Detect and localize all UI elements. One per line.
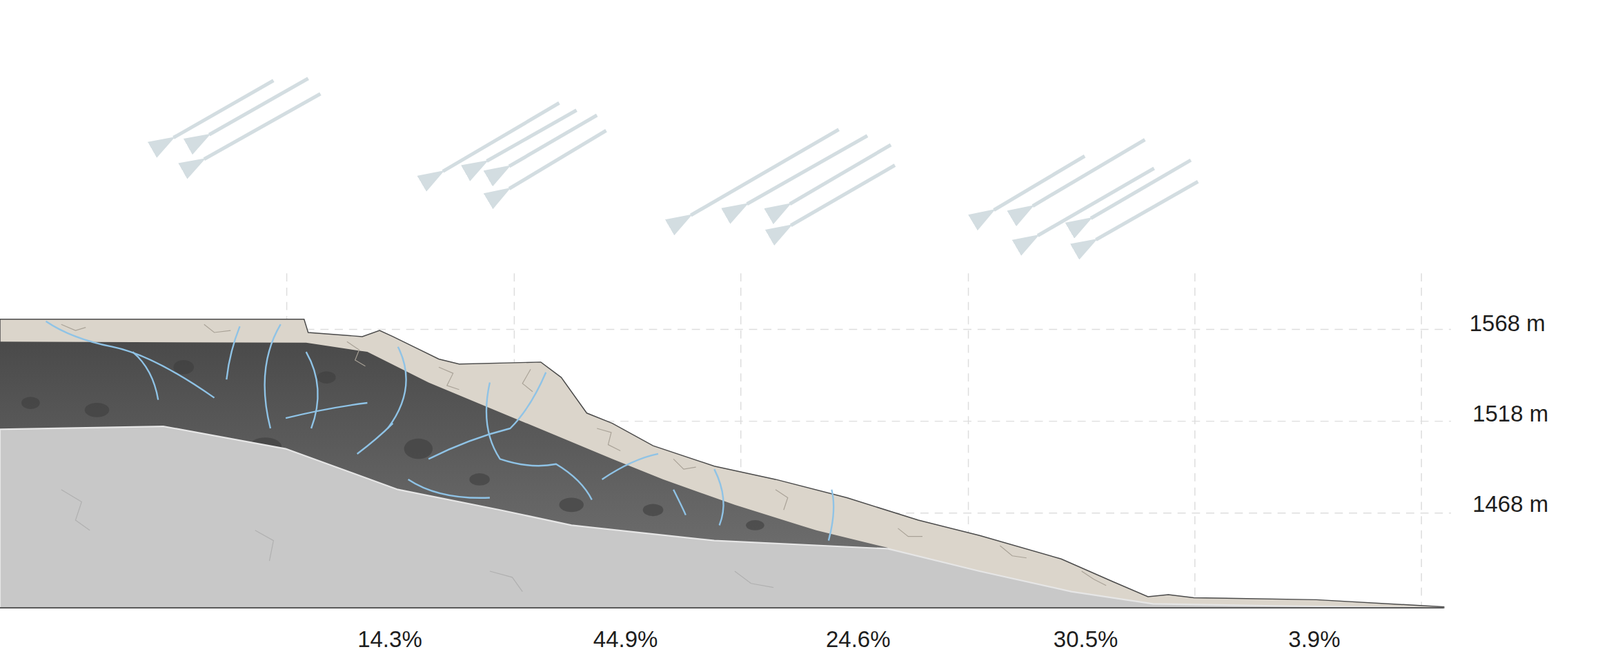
water-line <box>306 351 319 429</box>
crack <box>522 369 533 392</box>
wind-arrow <box>690 129 839 216</box>
rock <box>643 503 664 517</box>
wind-arrow <box>209 78 308 135</box>
elevation-label: 1568 m <box>1469 310 1546 337</box>
groundwater-flow <box>46 321 835 541</box>
grid-line <box>1194 273 1195 608</box>
water-line <box>132 351 158 400</box>
elevation-label: 1468 m <box>1472 491 1549 518</box>
rock <box>317 371 337 384</box>
grid-line <box>306 329 1451 330</box>
water-line <box>602 453 659 480</box>
wind-arrow <box>1090 160 1191 219</box>
wind-arrow <box>509 115 597 167</box>
rock <box>404 438 433 460</box>
water-line <box>428 372 546 460</box>
crack <box>734 571 774 588</box>
water-line <box>486 382 592 500</box>
slope-percentage: 30.5% <box>1053 626 1119 653</box>
surface-cracks <box>61 324 1106 586</box>
water-line <box>714 469 724 526</box>
wind-arrow <box>790 165 895 226</box>
rock <box>469 473 490 486</box>
crack <box>204 324 231 333</box>
crack <box>347 341 366 366</box>
surface-soil-layer <box>0 319 1445 608</box>
crack <box>775 489 788 511</box>
bedrock-layer <box>0 426 1445 608</box>
slope-percentage: 24.6% <box>825 626 891 653</box>
wind-arrows <box>173 78 1198 241</box>
baseline <box>0 607 1445 609</box>
water-line <box>46 321 215 399</box>
water-line <box>387 347 407 429</box>
crack <box>897 528 922 537</box>
water-line <box>357 423 394 454</box>
wind-arrow <box>442 102 560 172</box>
water-line <box>828 489 834 541</box>
water-line <box>285 402 368 419</box>
grid-line <box>1420 273 1422 608</box>
crack <box>1081 571 1106 586</box>
crack <box>673 458 697 470</box>
rock <box>173 360 194 375</box>
slope-percentage: 44.9% <box>593 626 659 653</box>
elevation-label: 1518 m <box>1472 400 1549 428</box>
crack <box>61 489 90 531</box>
crack <box>438 367 460 390</box>
water-line <box>264 324 281 429</box>
crack <box>255 530 274 561</box>
wind-arrow <box>1095 181 1198 240</box>
crack <box>596 428 621 452</box>
wind-arrow <box>204 93 321 160</box>
water-line <box>226 326 240 380</box>
crack <box>489 571 523 592</box>
rock <box>84 402 110 418</box>
slope-percentage: 14.3% <box>357 626 423 653</box>
water-line <box>408 479 490 499</box>
rock <box>558 498 584 513</box>
crack <box>61 324 86 331</box>
crack <box>999 545 1026 559</box>
water-line <box>673 489 686 516</box>
rock <box>745 520 765 531</box>
bedrock-cracks <box>61 489 774 592</box>
wind-arrow <box>509 130 607 189</box>
rock <box>21 396 41 410</box>
slope-percentage: 3.9% <box>1288 626 1340 653</box>
wind-arrow <box>1037 168 1155 236</box>
